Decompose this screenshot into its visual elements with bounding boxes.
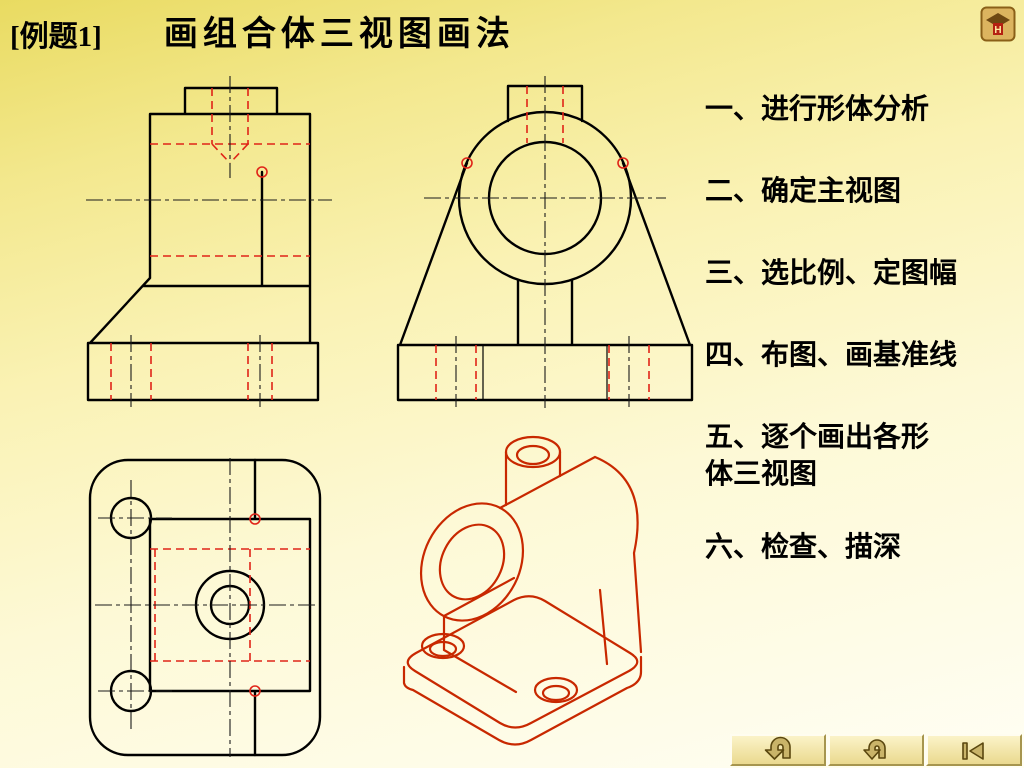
example-label: [例题1] xyxy=(10,21,102,53)
step-item-2: 二、确定主视图 xyxy=(705,176,902,207)
tangent-point-marker xyxy=(461,157,473,169)
side-view-drawing xyxy=(396,76,694,408)
slide-title-row: [例题1] 画组合体三视图画法 xyxy=(10,6,515,55)
step-item-1: 一、进行形体分析 xyxy=(705,94,930,125)
nav-buttons xyxy=(730,734,1022,766)
return-button[interactable] xyxy=(730,734,826,766)
tangent-point-marker xyxy=(256,166,268,178)
top-view-drawing xyxy=(88,458,322,757)
tangent-point-marker xyxy=(617,157,629,169)
gold-emblem-icon[interactable]: H xyxy=(980,6,1016,42)
u-turn-down-arrow-icon xyxy=(764,736,791,760)
curve-return-arrow-icon xyxy=(863,739,886,760)
tangent-point-marker xyxy=(249,513,261,525)
step-item-6: 六、检查、描深 xyxy=(705,532,902,563)
previous-to-bar-arrow-icon xyxy=(962,742,984,760)
front-view-drawing xyxy=(86,76,332,407)
go-first-button[interactable] xyxy=(926,734,1022,766)
step-item-5: 五、逐个画出各形体三视图 xyxy=(705,422,930,490)
logo-monogram: H xyxy=(994,25,1001,36)
back-button[interactable] xyxy=(828,734,924,766)
step-item-4: 四、布图、画基准线 xyxy=(705,340,958,371)
tangent-point-marker xyxy=(249,685,261,697)
page-title: 画组合体三视图画法 xyxy=(163,16,515,53)
step-item-3: 三、选比例、定图幅 xyxy=(705,258,958,289)
isometric-view-drawing xyxy=(402,435,643,746)
